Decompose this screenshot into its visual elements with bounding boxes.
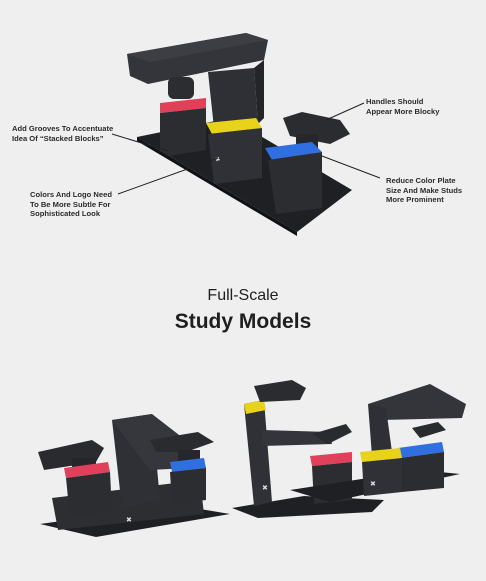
- svg-text:✖: ✖: [370, 481, 376, 488]
- leader-color-plate: [321, 155, 381, 179]
- annotation-handles: Handles Should Appear More Blocky: [366, 97, 440, 116]
- leader-handles: [325, 102, 365, 121]
- study-model-3: ✖: [290, 384, 466, 502]
- top-model-photo: ✖: [111, 33, 381, 236]
- top-left-handle: [168, 77, 194, 99]
- svg-text:✖: ✖: [262, 485, 268, 492]
- leader-grooves: [111, 133, 169, 152]
- annotation-colors-logo: Colors And Logo Need To Be More Subtle F…: [30, 190, 112, 218]
- study-model-2: ✖: [232, 380, 384, 518]
- top-left-block: [160, 108, 206, 156]
- annotation-grooves: Add Grooves To Accentuate Idea Of “Stack…: [12, 124, 114, 143]
- leader-colors-logo: [117, 157, 219, 195]
- heading-subtitle: Full-Scale: [207, 287, 279, 304]
- top-center-block: [208, 128, 262, 184]
- svg-text:✖: ✖: [126, 517, 132, 524]
- annotation-color-plate: Reduce Color Plate Size And Make Studs M…: [386, 176, 463, 204]
- top-right-block: [268, 152, 322, 214]
- top-spout-column: [208, 68, 258, 128]
- svg-text:✖: ✖: [214, 156, 221, 164]
- study-model-1: ✖: [38, 414, 230, 537]
- heading-title: Study Models: [174, 310, 312, 333]
